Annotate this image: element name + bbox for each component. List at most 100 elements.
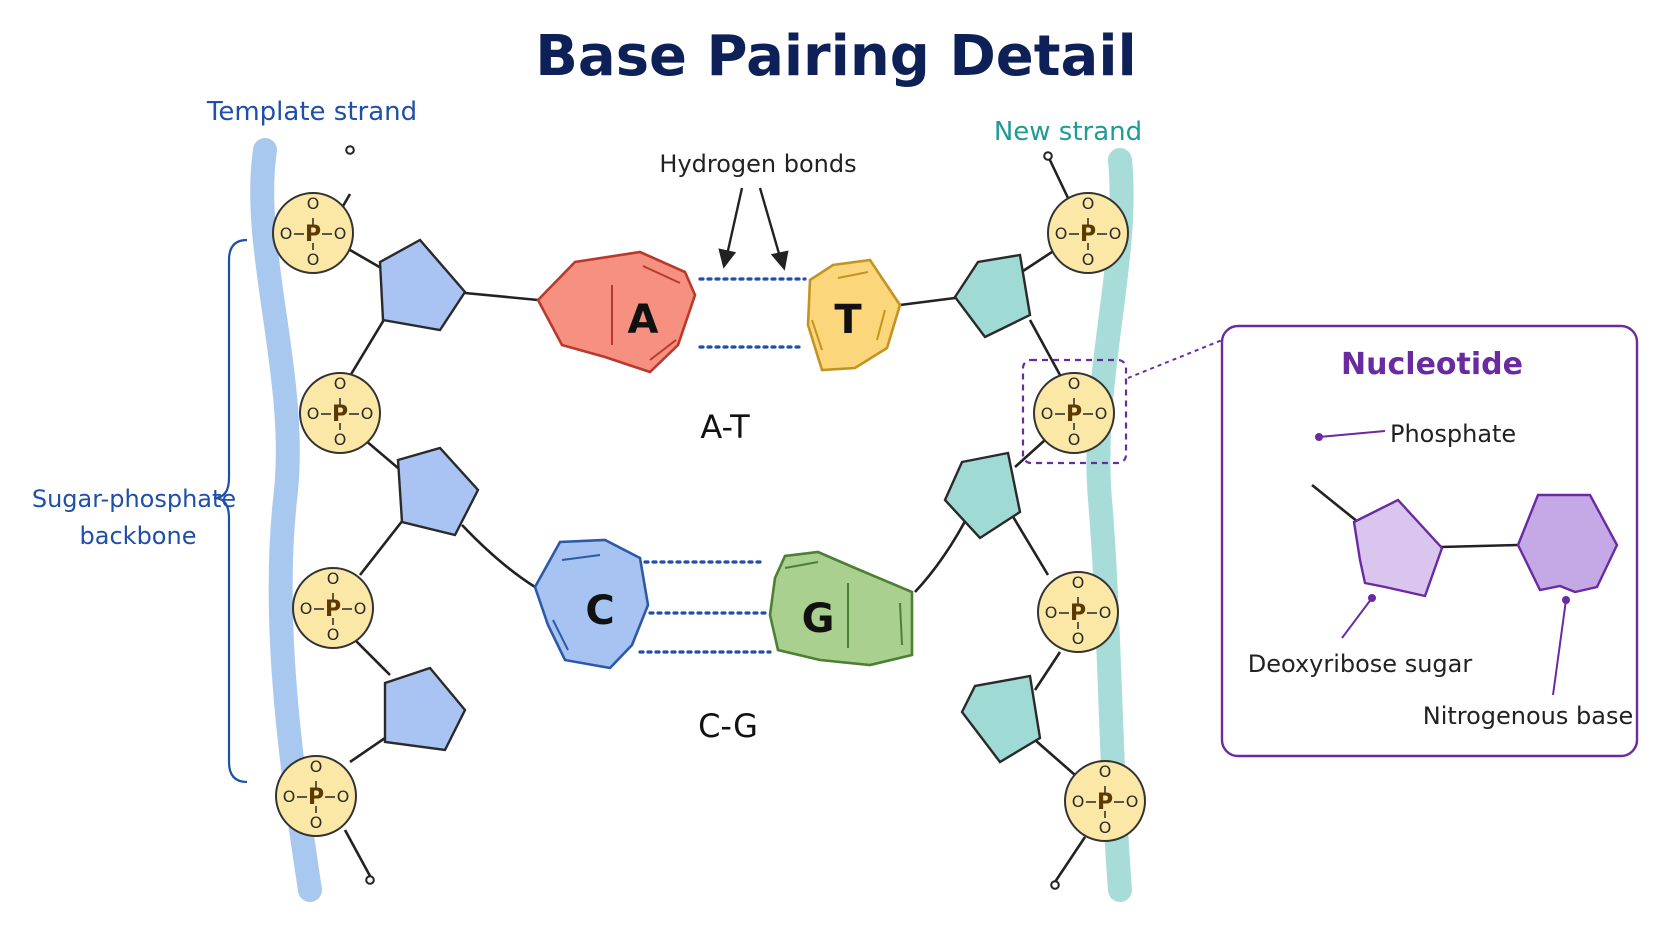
template-sugar [383, 666, 467, 752]
new-bond [1034, 739, 1076, 776]
base-thymine: T [806, 258, 902, 372]
phosphate-oxygen-label: O [1109, 224, 1122, 243]
phosphate-oxygen-label: O [1068, 374, 1081, 393]
phosphate-oxygen-label: O [334, 224, 347, 243]
nucleotide-phosphate-label: Phosphate [1390, 420, 1516, 448]
phosphate-p-label: P [325, 597, 341, 622]
template-end-cap-bottom [365, 875, 375, 885]
new-glycosidic-bond [914, 511, 972, 593]
base-cytosine: C [533, 538, 650, 670]
new-sugar [953, 253, 1032, 339]
nucleotide-highlight-box [1021, 358, 1128, 465]
phosphate-oxygen-label: O [280, 224, 293, 243]
phosphate-oxygen-label: O [1041, 404, 1054, 423]
phosphate-oxygen-label: O [1068, 430, 1081, 449]
new-end-cap-bottom [1050, 880, 1060, 890]
base-letter-t: T [834, 297, 862, 343]
phosphate-oxygen-label: O [1055, 224, 1068, 243]
base-letter-c: C [585, 588, 614, 634]
base-letter-a: A [628, 297, 659, 343]
phosphate-oxygen-label: O [307, 194, 320, 213]
phosphate-oxygen-label: O [307, 404, 320, 423]
nucleotide-inset: Nucleotide Phosphate Deoxyribose sugar N… [1220, 324, 1639, 758]
template-bond [349, 736, 386, 764]
phosphate-oxygen-label: O [283, 787, 296, 806]
phosphate-p-label: P [1080, 222, 1096, 247]
new-strand-label: New strand [994, 117, 1142, 147]
phosphate-p-label: P [332, 402, 348, 427]
phosphate-oxygen-label: O [1045, 603, 1058, 622]
new-bond [1019, 248, 1056, 275]
phosphate-oxygen-label: O [310, 757, 323, 776]
hbond-arrow [758, 187, 782, 258]
hbond-arrowhead [770, 250, 789, 271]
new-bond [1033, 651, 1062, 691]
phosphate-oxygen-label: O [1099, 818, 1112, 837]
hydrogen-bonds-label: Hydrogen bonds [659, 150, 856, 178]
phosphate-oxygen-label: O [1099, 762, 1112, 781]
new-sugar [943, 451, 1022, 540]
backbone-bracket [213, 238, 248, 784]
template-end-cap-top [345, 145, 355, 155]
nucleotide-base [1516, 493, 1619, 594]
new-tail-bottom [1053, 836, 1087, 883]
base-letter-g: G [802, 596, 835, 642]
template-bond [348, 317, 387, 377]
template-bond [354, 639, 391, 676]
phosphate-oxygen-label: O [310, 813, 323, 832]
nucleotide-title: Nucleotide [1341, 347, 1523, 382]
phosphate-oxygen-label: O [1082, 194, 1095, 213]
template-sugar [396, 446, 480, 537]
phosphate-oxygen-label: O [1072, 629, 1085, 648]
base-adenine: A [536, 250, 697, 374]
phosphate-oxygen-label: O [1082, 250, 1095, 269]
phosphate-oxygen-label: O [327, 625, 340, 644]
base-guanine: G [768, 550, 914, 667]
phosphate-oxygen-label: O [307, 250, 320, 269]
template-glycosidic-bond [461, 524, 536, 589]
new-glycosidic-bond [899, 296, 956, 307]
phosphate-p-label: P [1070, 601, 1086, 626]
nucleotide-callout-line [1127, 339, 1223, 379]
phosphate-oxygen-label: O [334, 430, 347, 449]
new-tail-top [1046, 155, 1070, 199]
backbone-label-line2: backbone [80, 522, 197, 550]
hbond-arrow [725, 187, 744, 256]
template-bond [358, 519, 405, 576]
pair-label-cg: C-G [698, 707, 758, 745]
backbone-label-line1: Sugar-phosphate [32, 485, 236, 513]
hbond-arrowhead [718, 248, 737, 269]
phosphate-p-label: P [305, 222, 321, 247]
new-sugar [960, 674, 1042, 764]
new-bond [1014, 439, 1046, 468]
template-strand-label: Template strand [206, 97, 417, 127]
nucleotide-sugar-label: Deoxyribose sugar [1248, 650, 1473, 678]
new-bond [1028, 319, 1062, 376]
nucleotide-sugar [1352, 498, 1444, 598]
phosphate-oxygen-label: O [1095, 404, 1108, 423]
phosphate-oxygen-label: O [334, 374, 347, 393]
phosphate-oxygen-label: O [300, 599, 313, 618]
pair-label-at: A-T [700, 408, 750, 446]
phosphate-oxygen-label: O [1072, 792, 1085, 811]
phosphate-oxygen-label: O [327, 569, 340, 588]
new-bond [1010, 514, 1050, 576]
phosphate-p-label: P [308, 785, 324, 810]
new-end-cap-top [1043, 151, 1053, 161]
phosphate-oxygen-label: O [354, 599, 367, 618]
phosphate-oxygen-label: O [1126, 792, 1139, 811]
phosphate-oxygen-label: O [361, 404, 374, 423]
phosphate-p-label: P [1066, 402, 1082, 427]
nucleotide-base-label: Nitrogenous base [1423, 702, 1634, 730]
phosphate-oxygen-label: O [337, 787, 350, 806]
template-bond [364, 439, 399, 469]
template-tail-bottom [343, 829, 372, 877]
